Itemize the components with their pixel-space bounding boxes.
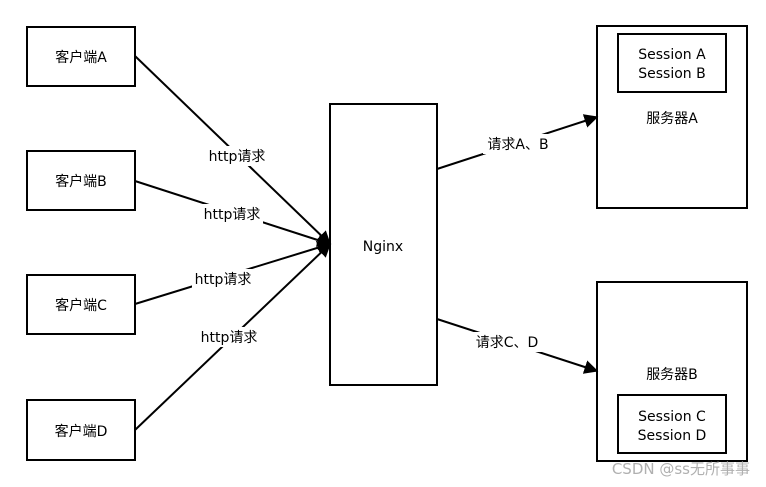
server-b-label: 服务器B xyxy=(646,367,698,383)
nginx-label: Nginx xyxy=(363,239,403,255)
nginx-node: Nginx xyxy=(329,103,438,386)
edge-label-client-a: http请求 xyxy=(206,146,268,166)
client-b-node: 客户端B xyxy=(26,150,136,211)
server-a-node: Session A Session B 服务器A xyxy=(596,25,748,209)
edge-label-client-c: http请求 xyxy=(192,269,254,289)
client-c-node: 客户端C xyxy=(26,274,136,335)
server-a-label: 服务器A xyxy=(646,111,698,127)
server-b-node: 服务器B Session C Session D xyxy=(596,281,748,462)
session-c-label: Session C xyxy=(638,409,706,425)
server-a-session-box xyxy=(617,33,727,93)
client-b-label: 客户端B xyxy=(55,173,107,190)
session-d-label: Session D xyxy=(638,428,707,444)
svg-text:请求A、B: 请求A、B xyxy=(487,137,548,153)
svg-text:http请求: http请求 xyxy=(209,149,266,165)
edge-label-to-server-a: 请求A、B xyxy=(483,134,553,154)
server-b-session-box xyxy=(617,394,727,454)
svg-text:http请求: http请求 xyxy=(201,330,258,346)
svg-text:http请求: http请求 xyxy=(195,272,252,288)
edge-label-to-server-b: 请求C、D xyxy=(471,332,543,352)
client-d-label: 客户端D xyxy=(55,423,108,440)
session-a-label: Session A xyxy=(638,47,706,63)
watermark-text: CSDN @ss无所事事 xyxy=(612,460,750,478)
svg-text:请求C、D: 请求C、D xyxy=(476,335,539,351)
session-b-label: Session B xyxy=(638,66,705,82)
edge-label-client-b: http请求 xyxy=(201,204,263,224)
client-a-label: 客户端A xyxy=(55,49,107,66)
client-a-node: 客户端A xyxy=(26,26,136,87)
edge-label-client-d: http请求 xyxy=(198,327,260,347)
client-c-label: 客户端C xyxy=(55,297,107,314)
svg-text:http请求: http请求 xyxy=(204,207,261,223)
client-d-node: 客户端D xyxy=(26,399,136,461)
